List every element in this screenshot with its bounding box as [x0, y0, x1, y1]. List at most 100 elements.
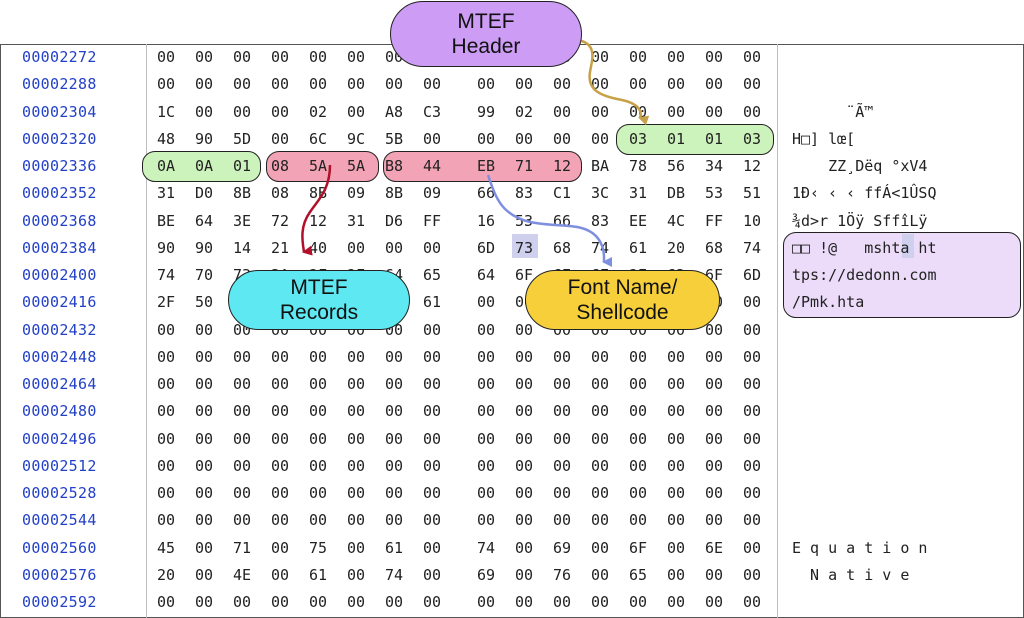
hex-byte[interactable]: 00	[705, 565, 724, 584]
row-offset[interactable]: 00002496	[22, 429, 97, 448]
row-ascii[interactable]: N a t i v e	[792, 565, 910, 584]
hex-byte[interactable]: 00	[385, 456, 404, 475]
hex-byte[interactable]: 74	[385, 565, 404, 584]
hex-byte[interactable]: 00	[347, 375, 366, 393]
row-offset[interactable]: 00002416	[22, 293, 97, 312]
hex-byte[interactable]: 00	[195, 538, 214, 557]
hex-byte[interactable]: 2F	[157, 293, 176, 312]
hex-byte[interactable]: 5B	[385, 129, 404, 148]
hex-byte[interactable]: 00	[271, 484, 290, 502]
row-ascii[interactable]: E q u a t i o n	[792, 538, 928, 557]
hex-byte[interactable]: 70	[195, 266, 214, 284]
hex-byte[interactable]: 00	[515, 75, 534, 94]
hex-byte[interactable]: 20	[157, 565, 176, 584]
hex-byte[interactable]: 00	[423, 238, 442, 257]
hex-byte[interactable]: 00	[157, 402, 176, 421]
hex-byte[interactable]: 00	[591, 511, 610, 530]
hex-byte[interactable]: 00	[477, 293, 496, 312]
hex-byte[interactable]: D0	[195, 184, 214, 203]
hex-byte[interactable]: 00	[271, 347, 290, 366]
hex-byte[interactable]: 00	[667, 429, 686, 448]
hex-byte[interactable]: 00	[195, 347, 214, 366]
row-offset[interactable]: 00002320	[22, 129, 97, 148]
hex-byte[interactable]: 12	[309, 211, 328, 230]
hex-byte[interactable]: 00	[157, 484, 176, 502]
hex-byte[interactable]: 03	[629, 129, 648, 148]
hex-byte[interactable]: 01	[233, 157, 252, 175]
hex-byte[interactable]: 61	[629, 238, 648, 257]
hex-byte[interactable]: 9C	[347, 129, 366, 148]
hex-byte[interactable]: 00	[743, 429, 762, 448]
hex-byte[interactable]: 00	[385, 429, 404, 448]
hex-byte[interactable]: 68	[553, 238, 572, 257]
hex-byte[interactable]: 00	[515, 429, 534, 448]
hex-byte[interactable]: 00	[553, 129, 572, 148]
hex-byte[interactable]: 56	[667, 157, 686, 175]
hex-byte[interactable]: 00	[667, 456, 686, 475]
hex-byte[interactable]: 00	[195, 102, 214, 121]
hex-byte[interactable]: 00	[515, 538, 534, 557]
hex-byte[interactable]: C1	[553, 184, 572, 203]
hex-byte[interactable]: 00	[515, 484, 534, 502]
row-ascii[interactable]: ZZ¸Dëq °xV4	[792, 157, 928, 175]
hex-byte[interactable]: 00	[385, 402, 404, 421]
hex-byte[interactable]: 00	[629, 375, 648, 393]
hex-byte[interactable]: 00	[309, 484, 328, 502]
hex-byte[interactable]: EE	[629, 211, 648, 230]
hex-byte[interactable]: 61	[385, 538, 404, 557]
hex-byte[interactable]: 00	[423, 511, 442, 530]
hex-byte[interactable]: 99	[477, 102, 496, 121]
hex-byte[interactable]: 00	[667, 347, 686, 366]
hex-byte[interactable]: EB	[477, 157, 496, 175]
hex-byte[interactable]: 4C	[667, 211, 686, 230]
hex-byte[interactable]: 00	[309, 511, 328, 530]
hex-byte[interactable]: 00	[591, 402, 610, 421]
hex-byte[interactable]: 34	[705, 157, 724, 175]
row-offset[interactable]: 00002480	[22, 402, 97, 421]
hex-byte[interactable]: 40	[309, 238, 328, 257]
hex-byte[interactable]: 01	[705, 129, 724, 148]
hex-byte[interactable]: 00	[553, 429, 572, 448]
row-offset[interactable]: 00002368	[22, 211, 97, 230]
hex-byte[interactable]: 00	[271, 75, 290, 94]
hex-byte[interactable]: 00	[743, 484, 762, 502]
hex-byte[interactable]: 69	[477, 565, 496, 584]
hex-byte[interactable]: 00	[667, 593, 686, 611]
hex-byte[interactable]: 71	[515, 157, 534, 175]
hex-byte[interactable]: 8B	[233, 184, 252, 203]
hex-byte[interactable]: 00	[233, 593, 252, 611]
hex-byte[interactable]: 74	[743, 238, 762, 257]
hex-byte[interactable]: 00	[743, 48, 762, 66]
hex-byte[interactable]: A8	[385, 102, 404, 121]
hex-byte[interactable]: 44	[423, 157, 442, 175]
hex-byte[interactable]: 71	[233, 538, 252, 557]
hex-byte[interactable]: 0A	[157, 157, 176, 175]
hex-byte[interactable]: 31	[629, 184, 648, 203]
row-offset[interactable]: 00002528	[22, 484, 97, 502]
hex-byte[interactable]: 00	[591, 456, 610, 475]
hex-byte[interactable]: 00	[477, 375, 496, 393]
hex-byte[interactable]: 00	[553, 402, 572, 421]
hex-byte[interactable]: 14	[233, 238, 252, 257]
hex-byte[interactable]: 00	[423, 593, 442, 611]
hex-byte[interactable]: 00	[667, 484, 686, 502]
hex-byte[interactable]: 00	[195, 484, 214, 502]
hex-byte[interactable]: 00	[705, 48, 724, 66]
hex-byte[interactable]: 31	[157, 184, 176, 203]
hex-byte[interactable]: 00	[423, 347, 442, 366]
hex-byte[interactable]: 00	[477, 347, 496, 366]
row-offset[interactable]: 00002432	[22, 320, 97, 339]
hex-byte[interactable]: FF	[705, 211, 724, 230]
hex-byte[interactable]: 00	[385, 75, 404, 94]
hex-byte[interactable]: 6D	[743, 266, 762, 284]
hex-byte[interactable]: 00	[629, 593, 648, 611]
hex-byte[interactable]: 1C	[157, 102, 176, 121]
hex-byte[interactable]: BE	[157, 211, 176, 230]
row-offset[interactable]: 00002576	[22, 565, 97, 584]
hex-byte[interactable]: 00	[477, 320, 496, 339]
hex-byte[interactable]: 00	[309, 593, 328, 611]
hex-byte[interactable]: 00	[591, 129, 610, 148]
hex-byte[interactable]: 00	[629, 429, 648, 448]
hex-byte[interactable]: 00	[591, 375, 610, 393]
hex-byte[interactable]: 00	[423, 429, 442, 448]
